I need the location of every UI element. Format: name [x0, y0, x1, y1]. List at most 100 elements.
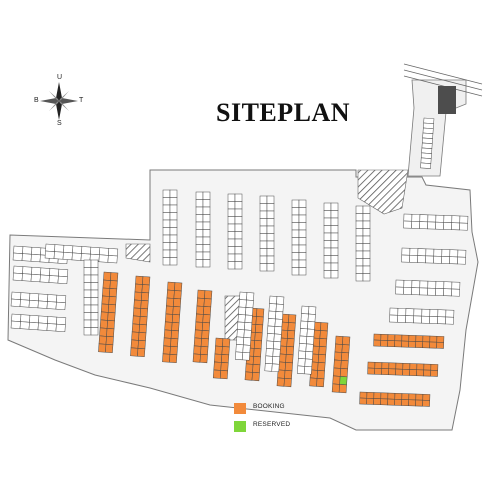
- lot-available[interactable]: [266, 210, 275, 219]
- lot-available[interactable]: [237, 321, 246, 331]
- lot-booking[interactable]: [373, 333, 382, 341]
- lot-available[interactable]: [57, 275, 68, 284]
- lot-available[interactable]: [162, 242, 171, 251]
- lot-booking[interactable]: [255, 316, 264, 326]
- lot-booking[interactable]: [334, 343, 343, 353]
- lot-booking[interactable]: [253, 340, 263, 350]
- lot-booking[interactable]: [108, 296, 117, 306]
- lot-available[interactable]: [389, 314, 399, 323]
- lot-available[interactable]: [272, 348, 281, 358]
- lot-booking[interactable]: [196, 297, 205, 307]
- lot-booking[interactable]: [140, 300, 149, 310]
- lot-booking[interactable]: [287, 322, 296, 332]
- lot-available[interactable]: [417, 248, 427, 257]
- lot-available[interactable]: [427, 280, 437, 289]
- lot-available[interactable]: [301, 305, 310, 315]
- lot-booking[interactable]: [320, 322, 329, 332]
- lot-booking[interactable]: [174, 282, 183, 292]
- lot-available[interactable]: [162, 189, 171, 198]
- lot-booking[interactable]: [221, 354, 230, 364]
- lot-available[interactable]: [162, 249, 171, 258]
- lot-booking[interactable]: [139, 308, 149, 318]
- lot-available[interactable]: [30, 253, 41, 263]
- lot-booking[interactable]: [380, 392, 389, 400]
- lot-available[interactable]: [273, 333, 282, 343]
- lot-available[interactable]: [405, 315, 414, 324]
- lot-available[interactable]: [441, 256, 450, 264]
- lot-available[interactable]: [162, 204, 171, 213]
- lot-available[interactable]: [425, 248, 435, 257]
- lot-available[interactable]: [427, 287, 436, 296]
- lot-available[interactable]: [202, 199, 211, 208]
- lot-available[interactable]: [83, 304, 92, 313]
- lot-available[interactable]: [195, 221, 204, 230]
- lot-booking[interactable]: [106, 328, 115, 338]
- lot-available[interactable]: [330, 262, 339, 271]
- lot-available[interactable]: [236, 336, 245, 346]
- lot-available[interactable]: [269, 295, 278, 305]
- lot-available[interactable]: [227, 231, 236, 240]
- lot-booking[interactable]: [409, 363, 418, 370]
- lot-available[interactable]: [90, 297, 99, 306]
- lot-available[interactable]: [291, 237, 300, 246]
- lot-available[interactable]: [108, 248, 119, 257]
- lot-booking[interactable]: [309, 377, 318, 387]
- lot-available[interactable]: [451, 215, 461, 224]
- lot-available[interactable]: [422, 127, 434, 134]
- lot-available[interactable]: [21, 253, 32, 262]
- lot-booking[interactable]: [388, 362, 397, 370]
- lot-available[interactable]: [304, 366, 313, 375]
- lot-available[interactable]: [169, 242, 178, 251]
- lot-available[interactable]: [268, 310, 277, 320]
- lot-available[interactable]: [30, 273, 41, 283]
- lot-available[interactable]: [195, 214, 204, 223]
- lot-available[interactable]: [459, 222, 468, 231]
- lot-available[interactable]: [238, 299, 247, 308]
- lot-available[interactable]: [419, 280, 429, 289]
- lot-available[interactable]: [107, 255, 118, 264]
- lot-available[interactable]: [409, 248, 419, 256]
- lot-available[interactable]: [268, 303, 277, 312]
- lot-booking[interactable]: [401, 340, 410, 348]
- lot-available[interactable]: [306, 336, 315, 345]
- lot-available[interactable]: [409, 255, 419, 263]
- lot-available[interactable]: [22, 246, 33, 255]
- lot-available[interactable]: [234, 223, 243, 232]
- lot-booking[interactable]: [103, 271, 112, 281]
- lot-available[interactable]: [227, 253, 236, 262]
- lot-available[interactable]: [298, 252, 307, 261]
- lot-available[interactable]: [264, 363, 273, 372]
- lot-available[interactable]: [435, 281, 445, 289]
- lot-available[interactable]: [297, 358, 306, 367]
- lot-available[interactable]: [83, 267, 92, 276]
- lot-booking[interactable]: [422, 335, 431, 343]
- lot-available[interactable]: [202, 214, 211, 223]
- lot-available[interactable]: [443, 215, 453, 223]
- lot-booking[interactable]: [288, 314, 297, 324]
- lot-booking[interactable]: [164, 321, 173, 331]
- lot-booking[interactable]: [130, 347, 139, 357]
- lot-available[interactable]: [83, 259, 92, 268]
- lot-available[interactable]: [162, 197, 171, 206]
- lot-available[interactable]: [162, 234, 171, 243]
- lot-available[interactable]: [403, 213, 413, 222]
- lot-available[interactable]: [300, 313, 309, 322]
- lot-booking[interactable]: [380, 339, 389, 347]
- lot-booking[interactable]: [164, 313, 174, 323]
- lot-available[interactable]: [259, 255, 268, 264]
- lot-booking[interactable]: [110, 272, 119, 282]
- lot-available[interactable]: [323, 255, 332, 264]
- lot-available[interactable]: [90, 282, 99, 291]
- lot-available[interactable]: [419, 214, 429, 223]
- lot-available[interactable]: [355, 273, 364, 282]
- lot-available[interactable]: [47, 294, 58, 303]
- lot-booking[interactable]: [131, 323, 140, 333]
- lot-booking[interactable]: [373, 392, 382, 399]
- lot-available[interactable]: [242, 344, 251, 354]
- lot-available[interactable]: [53, 251, 64, 260]
- lot-available[interactable]: [267, 318, 276, 327]
- lot-available[interactable]: [20, 314, 31, 323]
- lot-available[interactable]: [397, 315, 407, 323]
- lot-available[interactable]: [169, 197, 178, 206]
- lot-available[interactable]: [235, 351, 244, 361]
